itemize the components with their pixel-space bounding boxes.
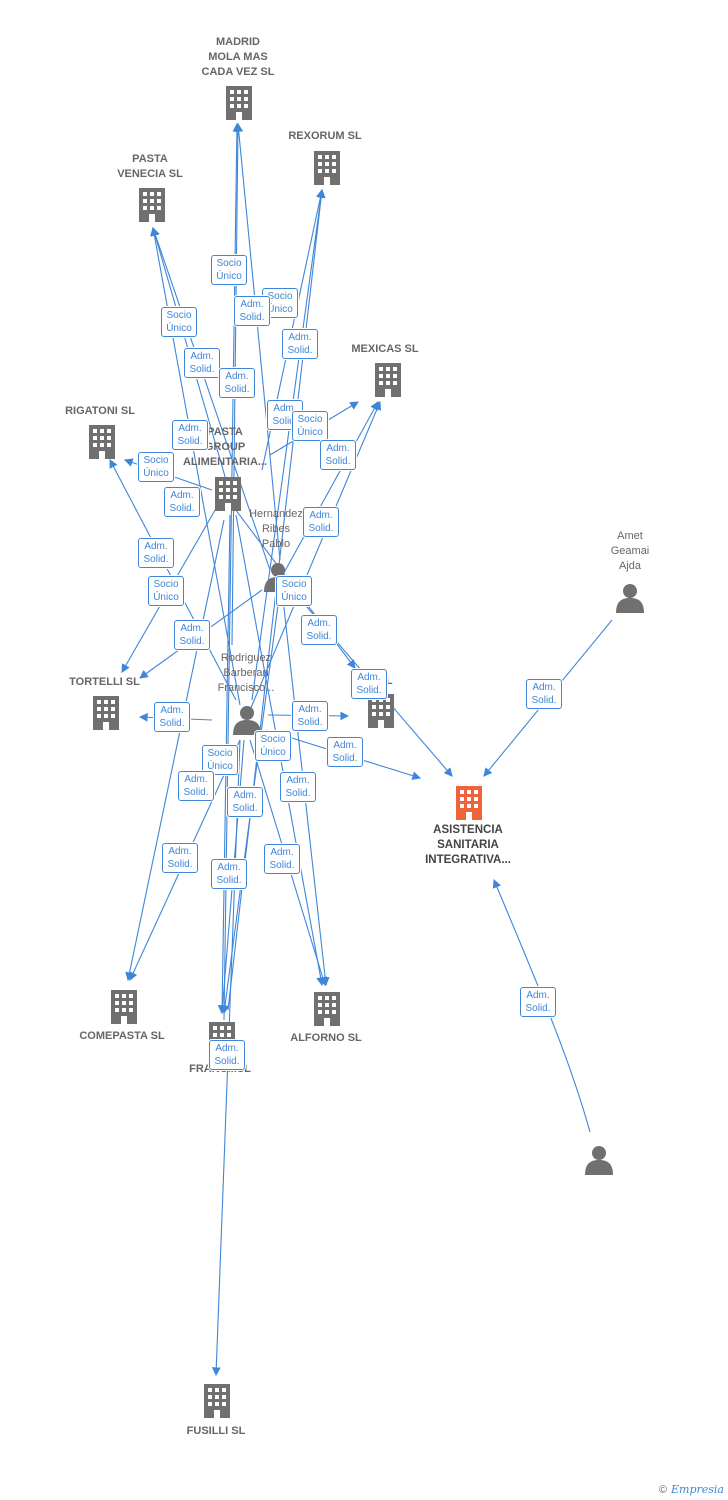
edge-label-adm-solid: Adm. Solid.: [178, 771, 214, 801]
node-label-rexorum[interactable]: REXORUM SL: [288, 130, 362, 142]
edge-label-adm-solid: Adm. Solid.: [234, 296, 270, 326]
edge-label-adm-solid: Adm. Solid.: [303, 507, 339, 537]
edge-label-adm-solid: Adm. Solid.: [282, 329, 318, 359]
edge-label-adm-solid: Adm. Solid.: [154, 702, 190, 732]
edge-label-socio-unico: Socio Único: [292, 411, 328, 441]
node-label-amet[interactable]: Amet Geamai Ajda: [610, 530, 650, 572]
building-icon-comepasta: [111, 990, 137, 1024]
node-label-comepasta[interactable]: COMEPASTA SL: [79, 1030, 165, 1042]
node-label-tortelli[interactable]: TORTELLI SL: [69, 676, 140, 688]
edge-label-adm-solid: Adm. Solid.: [351, 669, 387, 699]
node-label-pasta-group[interactable]: PASTA GROUP ALIMENTARIA...: [182, 426, 268, 468]
person-icon-amet: [616, 584, 644, 613]
edge-label-adm-solid: Adm. Solid.: [327, 737, 363, 767]
edge-label-socio-unico: Socio Único: [255, 731, 291, 761]
edge-label-adm-solid: Adm. Solid.: [520, 987, 556, 1017]
edge-label-adm-solid: Adm. Solid.: [138, 538, 174, 568]
copyright-footer[interactable]: © Empresia: [659, 1483, 724, 1496]
building-icon-fusilli: [204, 1384, 230, 1418]
node-label-rigatoni[interactable]: RIGATONI SL: [65, 405, 135, 417]
edge-label-adm-solid: Adm. Solid.: [162, 843, 198, 873]
edge-label-socio-unico: Socio Único: [211, 255, 247, 285]
building-icon-asistencia: [456, 786, 482, 820]
edge-label-adm-solid: Adm. Solid.: [164, 487, 200, 517]
edge-label-adm-solid: Adm. Solid.: [264, 844, 300, 874]
edge-label-adm-solid: Adm. Solid.: [184, 348, 220, 378]
edge-label-socio-unico: Socio Único: [276, 576, 312, 606]
node-label-asistencia[interactable]: ASISTENCIA SANITARIA INTEGRATIVA...: [425, 824, 511, 866]
edge-label-adm-solid: Adm. Solid.: [292, 701, 328, 731]
edge-label-adm-solid: Adm. Solid.: [209, 1040, 245, 1070]
node-label-fusilli[interactable]: FUSILLI SL: [186, 1425, 246, 1437]
edge-label-socio-unico: Socio Único: [138, 452, 174, 482]
edge-label-adm-solid: Adm. Solid.: [174, 620, 210, 650]
edge-label-socio-unico: Socio Único: [161, 307, 197, 337]
node-label-rodriguez-francisco[interactable]: Rodriguez Barberan Francisco...: [217, 652, 275, 694]
building-icon-alforno: [314, 992, 340, 1026]
node-label-madrid[interactable]: MADRID MOLA MAS CADA VEZ SL: [201, 36, 275, 78]
edge-label-adm-solid: Adm. Solid.: [219, 368, 255, 398]
edge-label-adm-solid: Adm. Solid.: [526, 679, 562, 709]
building-icon-pasta-venecia: [139, 188, 165, 222]
person-icon-rodriguez-silvia: [585, 1146, 613, 1175]
edge-label-adm-solid: Adm. Solid.: [211, 859, 247, 889]
building-icon-mexicas: [375, 363, 401, 397]
building-icon-pasta-group: [215, 477, 241, 511]
building-icon-tortelli: [93, 696, 119, 730]
edge-label-adm-solid: Adm. Solid.: [320, 440, 356, 470]
edge-label-adm-solid: Adm. Solid.: [280, 772, 316, 802]
edge-label-socio-unico: Socio Único: [202, 745, 238, 775]
node-label-pasta-venecia[interactable]: PASTA VENECIA SL: [117, 153, 183, 180]
node-label-alforno[interactable]: ALFORNO SL: [290, 1032, 362, 1044]
building-icon-madrid: [226, 86, 252, 120]
node-label-hernandez[interactable]: Hernandez Ribes Pablo: [249, 508, 303, 550]
empresia-logo: Empresia: [671, 1483, 724, 1496]
building-icon-rigatoni: [89, 425, 115, 459]
copyright-symbol: ©: [658, 1484, 667, 1496]
edge-label-adm-solid: Adm. Solid.: [172, 420, 208, 450]
building-icon-rexorum: [314, 151, 340, 185]
edge-label-socio-unico: Socio Único: [148, 576, 184, 606]
edge-label-adm-solid: Adm. Solid.: [227, 787, 263, 817]
building-icon-p-sl: [368, 694, 394, 728]
node-label-mexicas[interactable]: MEXICAS SL: [351, 343, 419, 355]
edge-label-adm-solid: Adm. Solid.: [301, 615, 337, 645]
